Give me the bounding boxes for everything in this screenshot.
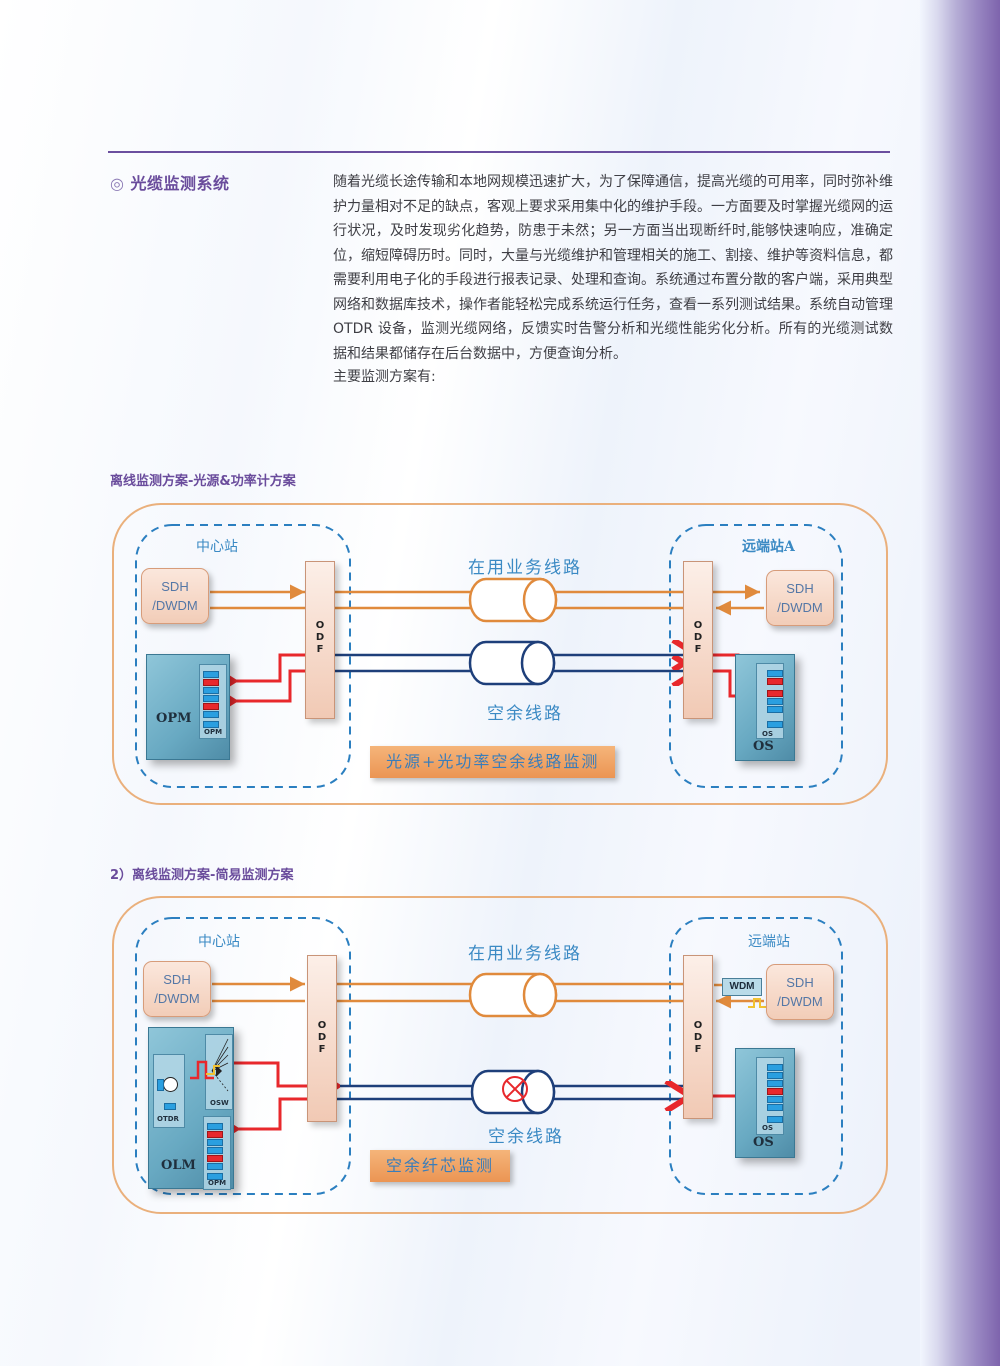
section-title: ◎ 光缆监测系统 [110, 170, 229, 194]
signal-pulse-icon [748, 998, 768, 1008]
remote-station-label: 远端站A [742, 539, 795, 555]
otdr-module: OTDR [153, 1054, 185, 1128]
center-station-frame [135, 524, 351, 788]
sdh-dwdm-left: SDH/DWDM [143, 961, 211, 1017]
bullet-icon: ◎ [110, 174, 125, 193]
sdh-dwdm-left: SDH/DWDM [141, 568, 209, 624]
os-device: OS OS [735, 654, 795, 761]
sdh-dwdm-right: SDH/DWDM [766, 964, 834, 1020]
service-line-label: 在用业务线路 [468, 558, 582, 578]
decorative-side-band [920, 0, 1000, 1366]
os-device: OS OS [735, 1048, 795, 1158]
diagram-2-heading: 2）离线监测方案-简易监测方案 [110, 868, 294, 883]
os-module: OS [756, 1057, 784, 1135]
center-station-label: 中心站 [198, 934, 240, 950]
section-divider [108, 151, 890, 153]
center-station-frame [135, 917, 351, 1195]
opm-module: OPM [203, 1116, 231, 1190]
schemes-lead-text: 主要监测方案有: [333, 369, 436, 385]
olm-device: OLM OTDR OSW OPM [148, 1027, 234, 1190]
outer-frame [112, 896, 888, 1214]
section-body-paragraph: 随着光缆长途传输和本地网规模迅速扩大，为了保障通信，提高光缆的可用率，同时弥补维… [333, 174, 893, 362]
spare-line-label: 空余线路 [487, 704, 563, 724]
opm-module: OPM [199, 664, 227, 739]
monitor-path-otdr [232, 1061, 334, 1086]
section-title-text: 光缆监测系统 [130, 174, 230, 193]
diagram-1: 中心站 远端站A 在用业务线路 空余线路 SDH/DWDM SDH/DWDM O… [112, 503, 888, 805]
os-module: OS [756, 663, 784, 739]
diagram-1-caption: 光源+光功率空余线路监测 [370, 746, 616, 778]
outer-frame [112, 503, 888, 805]
sdh-dwdm-right: SDH/DWDM [766, 570, 834, 626]
center-station-label: 中心站 [196, 539, 238, 555]
wdm-box: WDM [722, 978, 762, 996]
spare-line-label: 空余线路 [488, 1127, 564, 1147]
opm-device: OPM OPM [146, 654, 230, 760]
remote-station-frame [669, 917, 843, 1195]
remote-station-frame [669, 524, 843, 788]
otdr-laser-icon [163, 1077, 178, 1092]
fault-x-icon [502, 1076, 528, 1102]
remote-station-label: 远端站 [748, 934, 790, 950]
diagram-1-heading: 离线监测方案-光源&功率计方案 [110, 474, 296, 489]
otdr-pulse-icon [190, 1060, 220, 1080]
diagram-2-lines [112, 896, 888, 1214]
service-line-label: 在用业务线路 [468, 944, 582, 964]
diagram-2-caption: 空余纤芯监测 [370, 1150, 511, 1182]
